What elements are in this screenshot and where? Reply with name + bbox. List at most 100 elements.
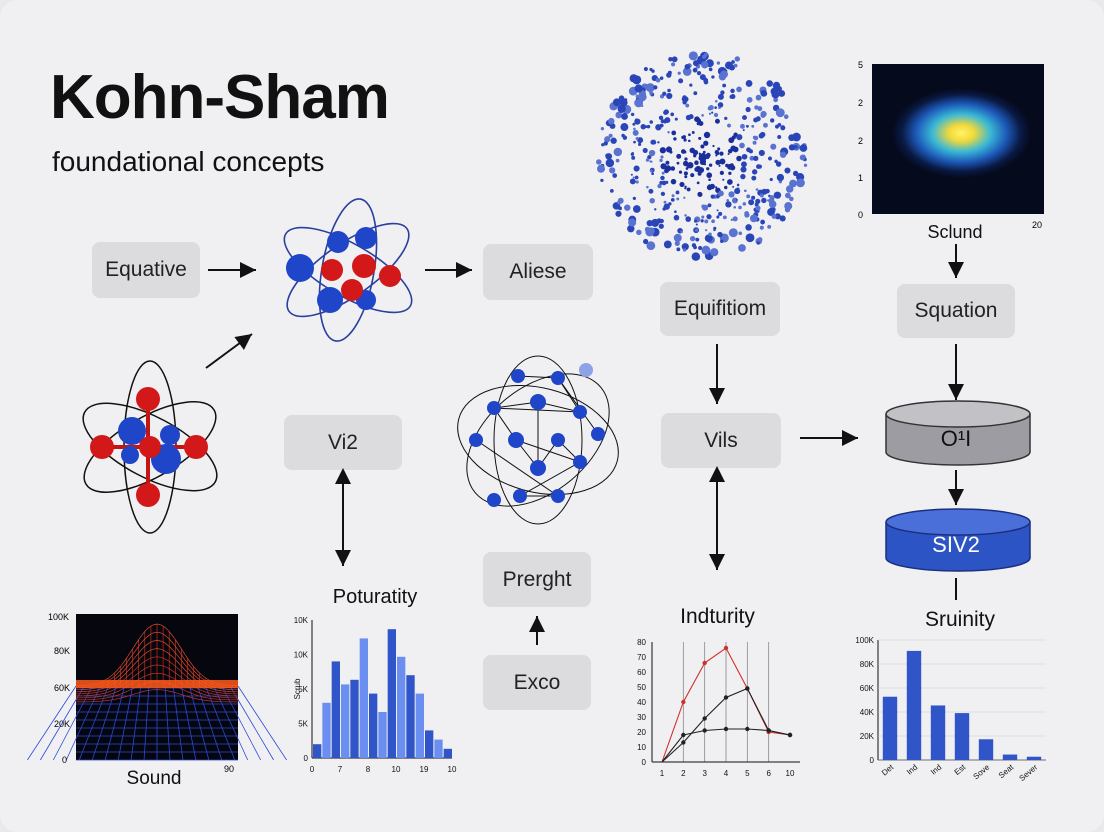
sphere-dot	[745, 224, 752, 231]
sphere-dot	[638, 142, 642, 146]
sphere-dot	[696, 181, 700, 185]
sphere-dot	[755, 188, 759, 191]
sphere-dot	[627, 225, 635, 233]
sphere-dot	[717, 93, 724, 100]
sphere-dot	[743, 189, 747, 193]
sphere-dot	[713, 112, 719, 118]
sphere-dot	[734, 188, 741, 195]
chart-a-bar	[378, 712, 387, 758]
sphere-dot	[712, 144, 715, 148]
sphere-dot	[629, 178, 636, 185]
sphere-dot	[670, 166, 676, 171]
chart-b-ytick: 20	[637, 728, 646, 737]
sphere-dot	[724, 185, 728, 190]
sphere-dot	[662, 91, 667, 96]
sphere-dot	[719, 158, 726, 165]
sphere-dot	[736, 86, 742, 93]
heatmap-ytick-2: 2	[858, 136, 864, 146]
sphere-dot	[794, 145, 798, 149]
sphere-dot	[731, 135, 736, 140]
sphere-dot	[711, 219, 715, 224]
sphere-dot	[652, 140, 657, 145]
sphere-dot	[755, 116, 761, 122]
sphere-dot	[691, 243, 697, 248]
sphere-dot	[744, 212, 750, 218]
sphere-dot	[635, 94, 640, 98]
chart-b-ytick: 30	[637, 713, 646, 722]
sphere-dot	[696, 70, 702, 76]
sphere-dot	[671, 56, 678, 63]
sphere-dot	[715, 151, 720, 156]
page-subtitle: foundational concepts	[52, 146, 325, 177]
sphere-dot	[727, 152, 730, 156]
chart-c-ytick: 0	[870, 756, 875, 765]
cylinder-bottom-label: SIV2	[932, 532, 980, 557]
box-preright: Prerght	[483, 552, 591, 607]
sphere-dot	[612, 173, 618, 178]
sphere-dot	[725, 163, 729, 168]
sphere-dot	[688, 139, 691, 143]
box-equifitiom: Equifitiom	[660, 282, 780, 336]
sphere-dot	[803, 163, 808, 167]
sphere-dot	[692, 60, 700, 67]
chart-a-xtick: 10	[392, 765, 401, 774]
sphere-dot	[738, 205, 742, 210]
sphere-dot	[604, 136, 611, 143]
sphere-dot	[716, 61, 721, 65]
sphere-dot	[615, 210, 622, 217]
sphere-dot	[703, 140, 709, 146]
sphere-dot	[670, 197, 675, 202]
sphere-dot	[731, 60, 735, 64]
sphere-dot	[740, 123, 745, 129]
chart-b-point	[766, 728, 771, 733]
chart-b-point	[702, 728, 707, 733]
sphere-dot	[789, 179, 797, 188]
chart-b-point	[702, 716, 707, 721]
sphere-dot	[624, 204, 631, 211]
chart-b-ytick: 40	[637, 698, 646, 707]
chart-c-xtick: Sever	[1017, 762, 1039, 783]
sphere-dot	[663, 110, 668, 115]
sphere-dot	[634, 98, 643, 108]
sphere-dot	[701, 61, 709, 69]
sphere-dot	[618, 206, 622, 211]
sphere-dot	[657, 183, 662, 189]
sphere-dot	[673, 233, 682, 242]
sphere-dot	[664, 168, 669, 174]
sphere-dot	[642, 147, 648, 154]
sphere-dot	[622, 135, 628, 140]
sphere-dot	[631, 155, 636, 160]
sphere-dot	[682, 248, 687, 252]
sphere-dot	[745, 80, 753, 87]
sphere-dot	[702, 150, 706, 154]
sphere-dot	[748, 199, 755, 206]
sphere-dot	[665, 160, 670, 165]
chart-a-bar	[443, 748, 452, 758]
sphere-dot	[785, 192, 791, 199]
sphere-dot	[730, 88, 735, 94]
sphere-dot	[633, 165, 640, 172]
sphere-dot	[704, 153, 710, 160]
heatmap-xtick: 20	[1032, 220, 1043, 230]
sphere-dot	[610, 137, 617, 144]
sphere-dot	[735, 198, 738, 201]
sphere-dot	[665, 146, 673, 153]
sphere-dot	[697, 171, 702, 176]
sphere-dot	[648, 149, 656, 157]
sphere-dot	[745, 124, 749, 128]
surface-xtick: 90	[224, 764, 235, 774]
sphere-dot	[755, 205, 761, 211]
sphere-dot	[728, 171, 732, 175]
sphere-dot	[755, 94, 762, 101]
sphere-dot	[742, 202, 747, 206]
sphere-dot	[729, 164, 736, 171]
chart-a-ytick: 5K	[298, 720, 308, 729]
chart-b-point	[702, 660, 707, 666]
chart-b-point	[745, 726, 750, 732]
sphere-dot	[674, 117, 678, 121]
sphere-dot	[768, 200, 777, 209]
chart-b-xtick: 1	[660, 769, 665, 778]
sphere-dot	[670, 178, 677, 185]
surface-ytick-0: 100K	[48, 612, 70, 622]
sphere-dot	[667, 131, 670, 134]
